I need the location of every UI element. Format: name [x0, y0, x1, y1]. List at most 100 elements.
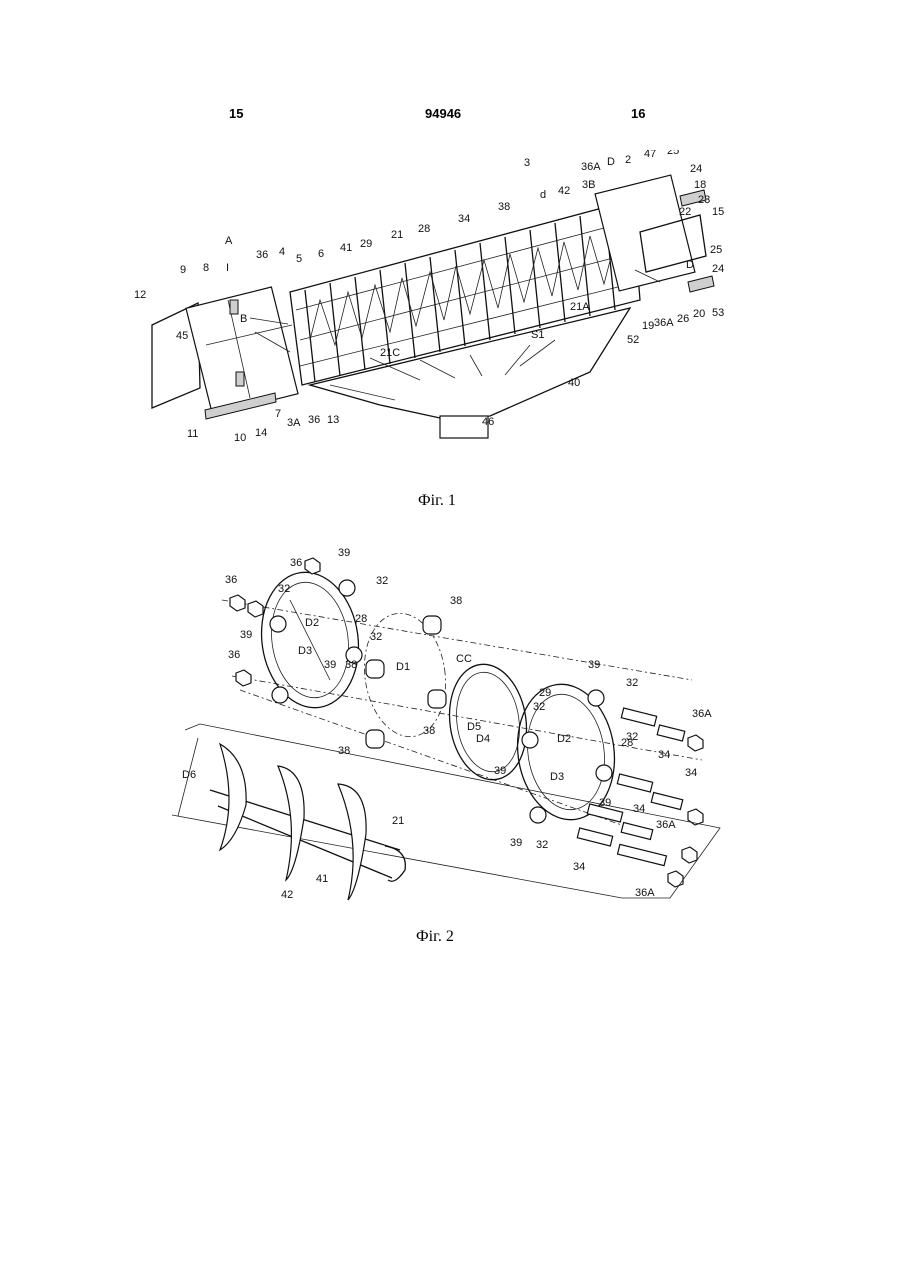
svg-text:39: 39 — [324, 659, 336, 671]
svg-text:32: 32 — [376, 575, 388, 587]
svg-text:32: 32 — [370, 631, 382, 643]
svg-text:2: 2 — [625, 154, 631, 166]
svg-text:36: 36 — [228, 649, 240, 661]
svg-text:S1: S1 — [531, 329, 544, 341]
svg-text:38: 38 — [498, 201, 510, 213]
svg-text:6: 6 — [318, 248, 324, 260]
svg-text:5: 5 — [296, 253, 302, 265]
svg-text:34: 34 — [633, 803, 645, 815]
studs-and-nuts — [577, 708, 703, 887]
svg-text:I: I — [226, 262, 229, 274]
svg-text:41: 41 — [340, 242, 352, 254]
svg-text:36A: 36A — [654, 317, 674, 329]
svg-text:32: 32 — [626, 731, 638, 743]
svg-text:39: 39 — [338, 547, 350, 559]
svg-text:10: 10 — [234, 432, 246, 444]
svg-text:13: 13 — [327, 414, 339, 426]
svg-text:34: 34 — [573, 861, 585, 873]
svg-text:18: 18 — [694, 179, 706, 191]
svg-text:38: 38 — [338, 745, 350, 757]
svg-text:D3: D3 — [298, 645, 312, 657]
svg-text:32: 32 — [626, 677, 638, 689]
svg-text:52: 52 — [627, 334, 639, 346]
svg-text:D4: D4 — [476, 733, 490, 745]
svg-text:23: 23 — [698, 194, 710, 206]
svg-text:36: 36 — [308, 414, 320, 426]
svg-text:20: 20 — [693, 308, 705, 320]
svg-text:34: 34 — [458, 213, 470, 225]
svg-text:38: 38 — [450, 595, 462, 607]
svg-text:d: d — [540, 189, 546, 201]
svg-text:47: 47 — [644, 150, 656, 160]
left-ring-28 — [253, 566, 367, 714]
svg-text:15: 15 — [712, 206, 724, 218]
svg-text:D2: D2 — [557, 733, 571, 745]
svg-text:D5: D5 — [467, 721, 481, 733]
svg-text:21A: 21A — [570, 301, 590, 313]
svg-text:38: 38 — [345, 659, 357, 671]
svg-text:42: 42 — [281, 889, 293, 901]
svg-text:32: 32 — [536, 839, 548, 851]
svg-text:9: 9 — [180, 264, 186, 276]
svg-text:8: 8 — [203, 262, 209, 274]
svg-text:19: 19 — [642, 320, 654, 332]
svg-text:29: 29 — [360, 238, 372, 250]
svg-text:26: 26 — [677, 313, 689, 325]
figure-2-drawing: 363936 3232D2 283839 D33236 3938D1 CC293… — [0, 540, 901, 920]
svg-text:39: 39 — [588, 659, 600, 671]
svg-text:D3: D3 — [550, 771, 564, 783]
svg-text:28: 28 — [355, 613, 367, 625]
svg-text:25: 25 — [710, 244, 722, 256]
svg-text:3A: 3A — [287, 417, 301, 429]
svg-text:D: D — [686, 259, 694, 271]
svg-text:12: 12 — [134, 289, 146, 301]
svg-text:39: 39 — [240, 629, 252, 641]
svg-text:42: 42 — [558, 185, 570, 197]
svg-text:D2: D2 — [305, 617, 319, 629]
figure-2-caption: Фiг. 2 — [416, 928, 454, 946]
svg-text:D6: D6 — [182, 769, 196, 781]
svg-text:22: 22 — [679, 206, 691, 218]
svg-text:4: 4 — [279, 246, 285, 258]
svg-text:39: 39 — [494, 765, 506, 777]
svg-text:21C: 21C — [380, 347, 400, 359]
svg-text:36: 36 — [256, 249, 268, 261]
svg-text:11: 11 — [187, 428, 198, 440]
figure-1-caption: Фiг. 1 — [418, 492, 456, 510]
svg-text:D1: D1 — [396, 661, 410, 673]
screw-conveyor-21 — [210, 744, 405, 900]
svg-text:39: 39 — [599, 797, 611, 809]
svg-text:46: 46 — [482, 416, 494, 428]
svg-text:36A: 36A — [581, 161, 601, 173]
svg-text:34: 34 — [685, 767, 697, 779]
svg-text:7: 7 — [275, 408, 281, 420]
svg-text:41: 41 — [316, 873, 328, 885]
svg-text:24: 24 — [690, 163, 702, 175]
svg-text:32: 32 — [278, 583, 290, 595]
svg-text:39: 39 — [510, 837, 522, 849]
svg-text:40: 40 — [568, 377, 580, 389]
svg-text:14: 14 — [255, 427, 267, 439]
svg-text:29: 29 — [539, 687, 551, 699]
patent-number: 94946 — [425, 106, 461, 121]
svg-text:28: 28 — [418, 223, 430, 235]
svg-text:A: A — [225, 235, 233, 247]
svg-text:53: 53 — [712, 307, 724, 319]
svg-text:34: 34 — [658, 749, 670, 761]
svg-text:45: 45 — [176, 330, 188, 342]
svg-text:3B: 3B — [582, 179, 595, 191]
svg-text:D: D — [607, 156, 615, 168]
svg-text:32: 32 — [533, 701, 545, 713]
figure-1-drawing: A364 6415 292128 34383 d36AD 24725 24182… — [0, 150, 901, 450]
svg-text:25: 25 — [667, 150, 679, 157]
svg-text:24: 24 — [712, 263, 724, 275]
page-number-right: 16 — [631, 106, 645, 121]
svg-text:B: B — [240, 313, 247, 325]
page-number-left: 15 — [229, 106, 243, 121]
svg-text:36: 36 — [290, 557, 302, 569]
svg-text:21: 21 — [391, 229, 403, 241]
svg-text:38: 38 — [423, 725, 435, 737]
svg-text:36A: 36A — [635, 887, 655, 899]
svg-text:3: 3 — [524, 157, 530, 169]
svg-text:36A: 36A — [656, 819, 676, 831]
